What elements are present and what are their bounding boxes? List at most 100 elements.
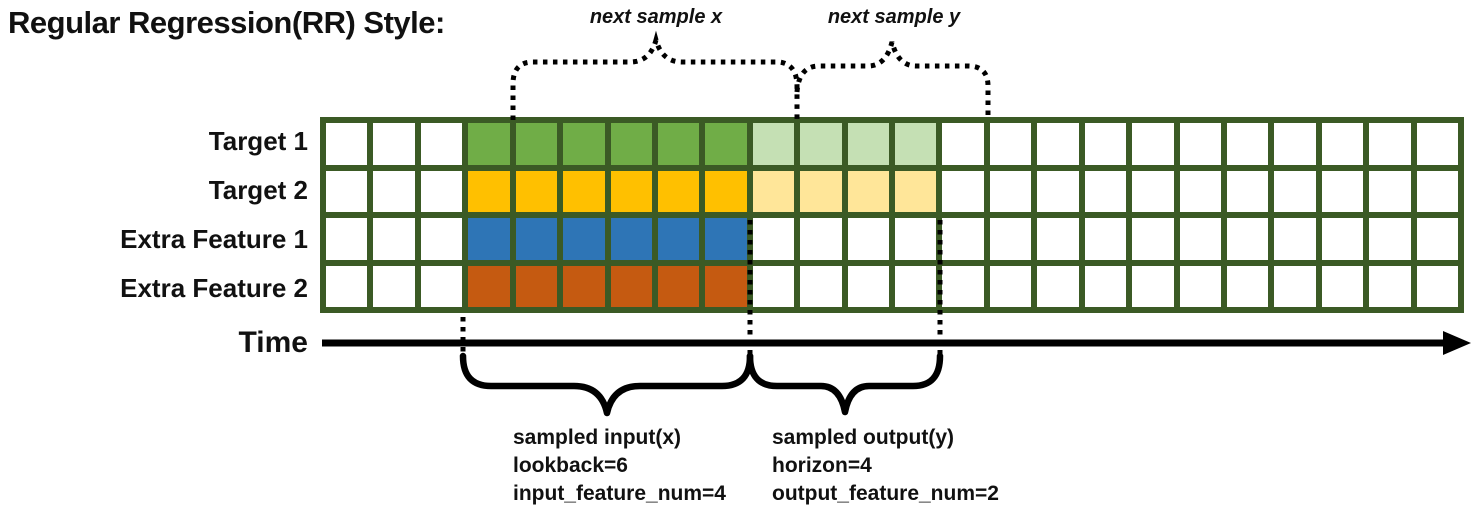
grid-cell-white (942, 170, 984, 212)
grid-cell-white (1132, 265, 1174, 307)
grid-cell-white (373, 218, 415, 260)
sampled-input-brace (459, 352, 754, 417)
sampled-output-line: sampled output(y) (772, 426, 954, 449)
grid-cell-white (847, 265, 889, 307)
grid-cell-yellow (705, 170, 747, 212)
grid-cell-white (326, 265, 368, 307)
grid-cell-white (800, 218, 842, 260)
grid-cell-white (1037, 170, 1079, 212)
grid-cell-white (420, 123, 463, 165)
grid-cell-white (1321, 170, 1364, 212)
grid-cell-blue (657, 218, 700, 260)
grid-cell-yellow (657, 170, 700, 212)
grid-cell-white (1226, 170, 1269, 212)
grid-cell-white (1084, 170, 1127, 212)
horizon-line: horizon=4 (772, 454, 872, 477)
grid-cell-white (1179, 123, 1221, 165)
grid-cell-white (1274, 170, 1316, 212)
grid-cell-white (989, 123, 1032, 165)
grid-cell-white (1179, 218, 1221, 260)
grid-cell-white (1416, 123, 1458, 165)
grid-cell-green (610, 123, 652, 165)
grid-cell-blue (515, 218, 558, 260)
grid-cell-white (373, 170, 415, 212)
grid-cell-white (1132, 170, 1174, 212)
grid-cell-white (847, 218, 889, 260)
grid-cell-green (515, 123, 558, 165)
grid-cell-yellow (468, 170, 510, 212)
grid-cell-light_yellow (752, 170, 795, 212)
next-sample-x-label: next sample x (589, 6, 723, 28)
grid-cell-white (1369, 170, 1411, 212)
lookback-line: lookback=6 (513, 454, 628, 477)
grid-cell-orange (563, 265, 605, 307)
time-arrow (322, 331, 1471, 355)
grid-cell-white (1416, 170, 1458, 212)
grid-cell-white (1037, 123, 1079, 165)
sampled-output-note: sampled output(y) horizon=4 output_featu… (772, 424, 999, 508)
grid-cell-white (942, 123, 984, 165)
grid-cell-white (1321, 123, 1364, 165)
grid-cell-white (326, 170, 368, 212)
grid-cell-white (1416, 265, 1458, 307)
sampled-input-line: sampled input(x) (513, 426, 682, 449)
grid-cell-orange (610, 265, 652, 307)
sampled-input-note: sampled input(x) lookback=6 input_featur… (513, 424, 726, 508)
grid-cell-white (1321, 265, 1364, 307)
row-label-target-2: Target 2 (208, 175, 308, 205)
grid-cell-white (1037, 218, 1079, 260)
grid-cell-white (1226, 123, 1269, 165)
grid-cell-blue (468, 218, 510, 260)
grid-cell-light_green (895, 123, 937, 165)
grid-cell-light_green (847, 123, 889, 165)
grid-cell-white (1084, 265, 1127, 307)
grid-cell-white (752, 265, 795, 307)
grid-cell-white (989, 265, 1032, 307)
grid-cell-white (1274, 218, 1316, 260)
grid-cell-yellow (563, 170, 605, 212)
grid-cell-light_yellow (800, 170, 842, 212)
diagram-title: Regular Regression(RR) Style: (8, 5, 445, 40)
grid-cell-yellow (610, 170, 652, 212)
grid-cell-white (1037, 265, 1079, 307)
next-sample-y-brace (794, 41, 991, 120)
grid-cell-green (705, 123, 747, 165)
grid-cell-blue (705, 218, 747, 260)
time-axis-label: Time (238, 326, 308, 359)
grid-cell-white (326, 218, 368, 260)
grid-cell-orange (705, 265, 747, 307)
grid-cell-white (1416, 218, 1458, 260)
grid-cell-white (326, 123, 368, 165)
grid-cell-orange (515, 265, 558, 307)
grid-cell-orange (657, 265, 700, 307)
grid-cell-white (1132, 218, 1174, 260)
grid-cell-white (420, 265, 463, 307)
grid-cell-white (1084, 123, 1127, 165)
grid-cell-white (420, 170, 463, 212)
grid-cell-white (1226, 265, 1269, 307)
timeseries-grid (320, 117, 1464, 313)
grid-cell-white (989, 218, 1032, 260)
grid-cell-white (1084, 218, 1127, 260)
next-sample-x-brace (510, 30, 800, 120)
grid-cell-white (373, 265, 415, 307)
grid-cell-blue (563, 218, 605, 260)
grid-cell-white (800, 265, 842, 307)
grid-cell-orange (468, 265, 510, 307)
row-label-target-1: Target 1 (208, 126, 308, 156)
grid-cell-white (1274, 123, 1316, 165)
sampled-output-brace (746, 352, 944, 416)
grid-cell-white (895, 218, 937, 260)
grid-cell-white (942, 265, 984, 307)
grid-cell-white (989, 170, 1032, 212)
grid-cell-green (657, 123, 700, 165)
grid-cell-white (1369, 265, 1411, 307)
grid-cell-light_green (752, 123, 795, 165)
grid-cell-white (1226, 218, 1269, 260)
grid-cell-white (1179, 170, 1221, 212)
grid-cell-light_yellow (847, 170, 889, 212)
grid-cell-white (1369, 123, 1411, 165)
grid-cell-green (468, 123, 510, 165)
